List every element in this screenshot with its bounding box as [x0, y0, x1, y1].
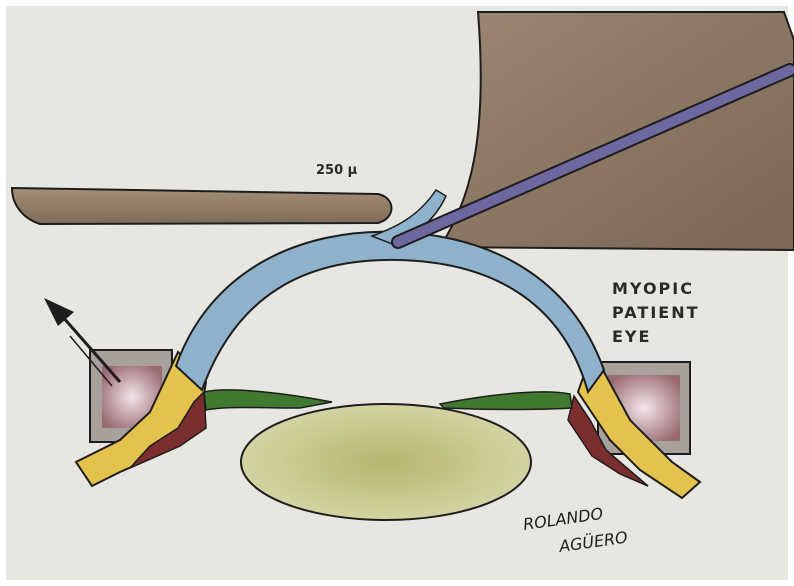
patient-label: PATIENT — [612, 303, 700, 322]
upper-block — [440, 12, 794, 250]
myopic-label: MYOPIC — [612, 279, 694, 298]
thickness-label: 250 μ — [316, 163, 358, 178]
lens — [241, 404, 531, 520]
blade-plate — [12, 188, 392, 224]
eye-label: EYE — [612, 327, 651, 346]
